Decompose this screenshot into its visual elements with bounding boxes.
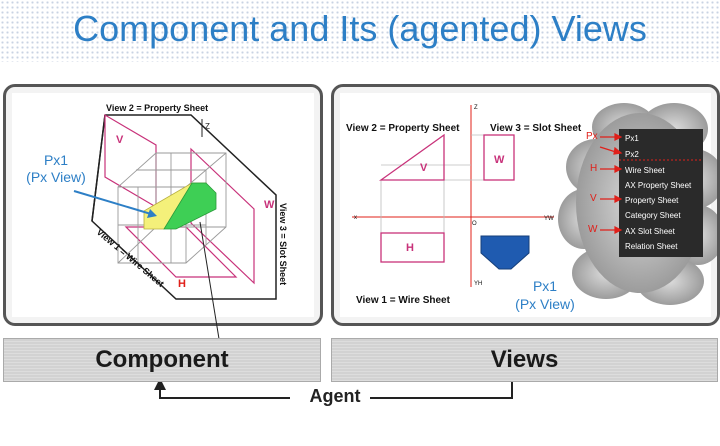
right-view2-label: View 2 = Property Sheet [346,123,460,134]
axis-label-yh: YH [474,281,482,287]
pointer-label-v: V [590,193,597,204]
right-face-letter-w: W [494,154,505,166]
menu-item-wire-sheet[interactable]: Wire Sheet [625,166,665,175]
pointer-arrow-icon [614,165,623,173]
menu-item-category-sheet[interactable]: Category Sheet [625,211,681,220]
pointer-arrow-icon [614,195,623,203]
component-label-bar: Component [3,338,321,382]
menu-item-px2[interactable]: Px2 [625,150,639,159]
component-panel: V W H Z View 2 = Property Sheet View 3 =… [3,84,323,326]
right-callout-line2: (Px View) [515,296,575,312]
left-view2-label: View 2 = Property Sheet [106,103,208,113]
left-callout-line2: (Px View) [26,169,86,185]
left-callout-line1: Px1 [44,152,68,168]
pointer-label-h: H [590,163,597,174]
menu-item-relation-sheet[interactable]: Relation Sheet [625,242,678,251]
face-letter-v: V [116,134,124,146]
face-letter-w: W [264,199,275,211]
right-view1-label: View 1 = Wire Sheet [356,295,451,306]
menu-item-ax-property-sheet[interactable]: AX Property Sheet [625,181,692,190]
right-face-letter-v: V [420,162,428,174]
right-view3-label: View 3 = Slot Sheet [490,123,582,134]
px1-green-face [163,182,217,230]
views-panel: x YW Z YH O V W H View 2 = Property Shee… [331,84,720,326]
axis-letter-z: Z [205,122,210,131]
axis-label-o: O [472,221,477,227]
component-label: Component [95,346,229,373]
views-menu [619,129,703,257]
menu-item-px1[interactable]: Px1 [625,134,639,143]
left-view1-label: View 1 = Wire Sheet [95,227,166,289]
pointer-arrow-icon [613,146,623,155]
axis-label-z: Z [474,105,478,111]
axis-label-x: x [354,215,357,221]
views-label-bar: Views [331,338,718,382]
pointer-label-w: W [588,224,598,235]
axis-label-yw: YW [544,216,554,222]
menu-item-property-sheet[interactable]: Property Sheet [625,196,679,205]
views-label: Views [490,346,559,373]
pointer-arrow-icon [614,133,623,141]
right-callout-line1: Px1 [533,278,557,294]
pointer-label-px: Px [586,131,598,142]
component-3d-diagram: V W H Z View 2 = Property Sheet View 3 =… [26,103,288,300]
px1-blue-shape [480,235,530,270]
face-letter-h: H [178,278,186,290]
menu-item-ax-slot-sheet[interactable]: AX Slot Sheet [625,227,676,236]
pointer-arrow-icon [614,226,623,234]
title-band [0,0,720,62]
left-view3-label: View 3 = Slot Sheet [278,203,288,285]
right-face-letter-h: H [406,242,414,254]
agent-label: Agent [309,386,361,406]
callout-arrowhead-icon [147,209,157,218]
page-title: Component and Its (agented) Views [73,8,647,49]
views-orthographic-diagram: x YW Z YH O V W H View 2 = Property Shee… [346,103,717,312]
